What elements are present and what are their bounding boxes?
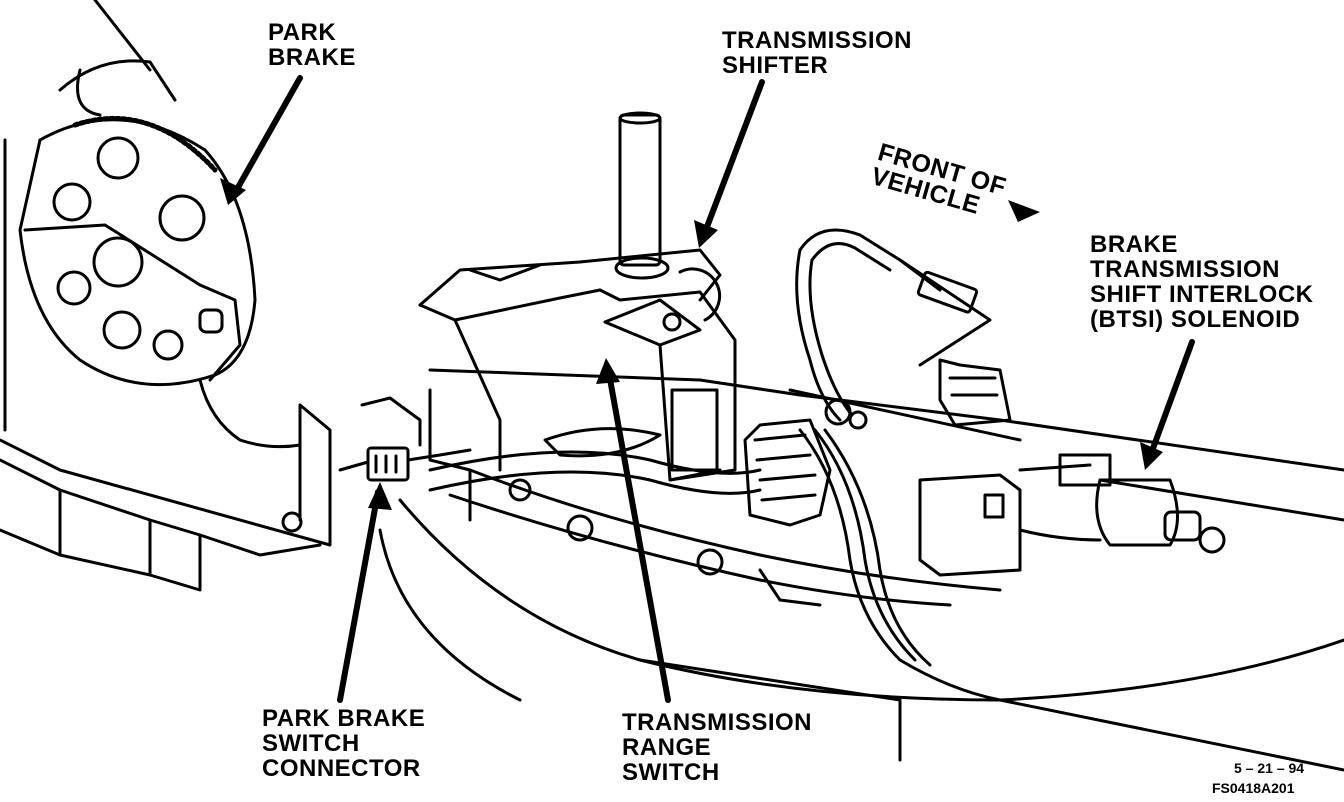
arrow-park-brake xyxy=(229,75,303,201)
range-switch-harness xyxy=(428,418,1002,702)
park-brake-assembly xyxy=(0,0,332,592)
arrow-transmission-range-switch xyxy=(605,365,671,703)
callout-arrows xyxy=(229,75,1195,703)
front-of-vehicle-arrow xyxy=(1008,200,1040,222)
label-transmission-shifter: TRANSMISSION SHIFTER xyxy=(722,27,913,79)
console-base xyxy=(378,368,1344,772)
label-park-brake: PARK BRAKE xyxy=(268,19,356,71)
arrow-park-brake-switch-connector xyxy=(337,489,381,703)
arrowheads xyxy=(220,178,1163,510)
figure-code: FS0418A201 xyxy=(1212,780,1295,796)
figure-date: 5 – 21 – 94 xyxy=(1234,760,1305,776)
label-btsi-solenoid: BRAKE TRANSMISSION SHIFT INTERLOCK (BTSI… xyxy=(1090,231,1314,333)
transmission-shifter xyxy=(418,111,737,482)
btsi-wiring xyxy=(788,228,1022,442)
label-park-brake-switch-connector: PARK BRAKE SWITCH CONNECTOR xyxy=(262,705,426,782)
arrow-transmission-shifter xyxy=(699,79,765,243)
park-brake-switch-connector xyxy=(338,396,472,482)
arrow-btsi-solenoid xyxy=(1145,339,1195,465)
btsi-solenoid xyxy=(918,453,1226,577)
label-transmission-range-switch: TRANSMISSION RANGE SWITCH xyxy=(622,709,813,786)
